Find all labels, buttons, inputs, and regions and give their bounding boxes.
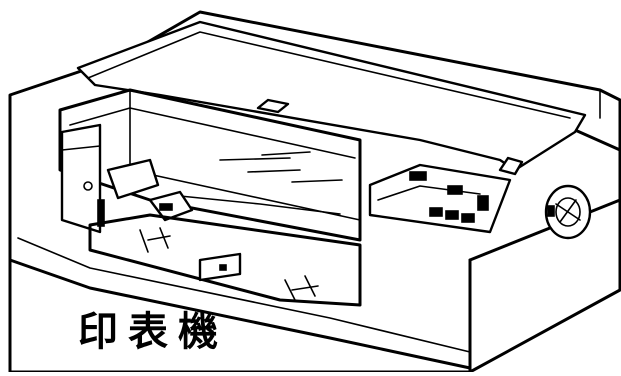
paper-tray <box>88 213 362 307</box>
top-cover <box>76 20 587 176</box>
caption-text: 印表機 <box>78 309 228 355</box>
side-knob <box>544 184 592 240</box>
panel-button-2 <box>445 210 459 220</box>
paper-cavity <box>58 88 362 242</box>
control-panel <box>368 163 512 234</box>
panel-indicator <box>447 185 463 195</box>
panel-button-1 <box>429 207 443 217</box>
lid-handle <box>256 98 290 114</box>
panel-button-3 <box>461 213 475 223</box>
panel-button-4 <box>477 195 489 211</box>
paper-guide-left <box>60 123 194 234</box>
lid-latch <box>498 156 524 176</box>
